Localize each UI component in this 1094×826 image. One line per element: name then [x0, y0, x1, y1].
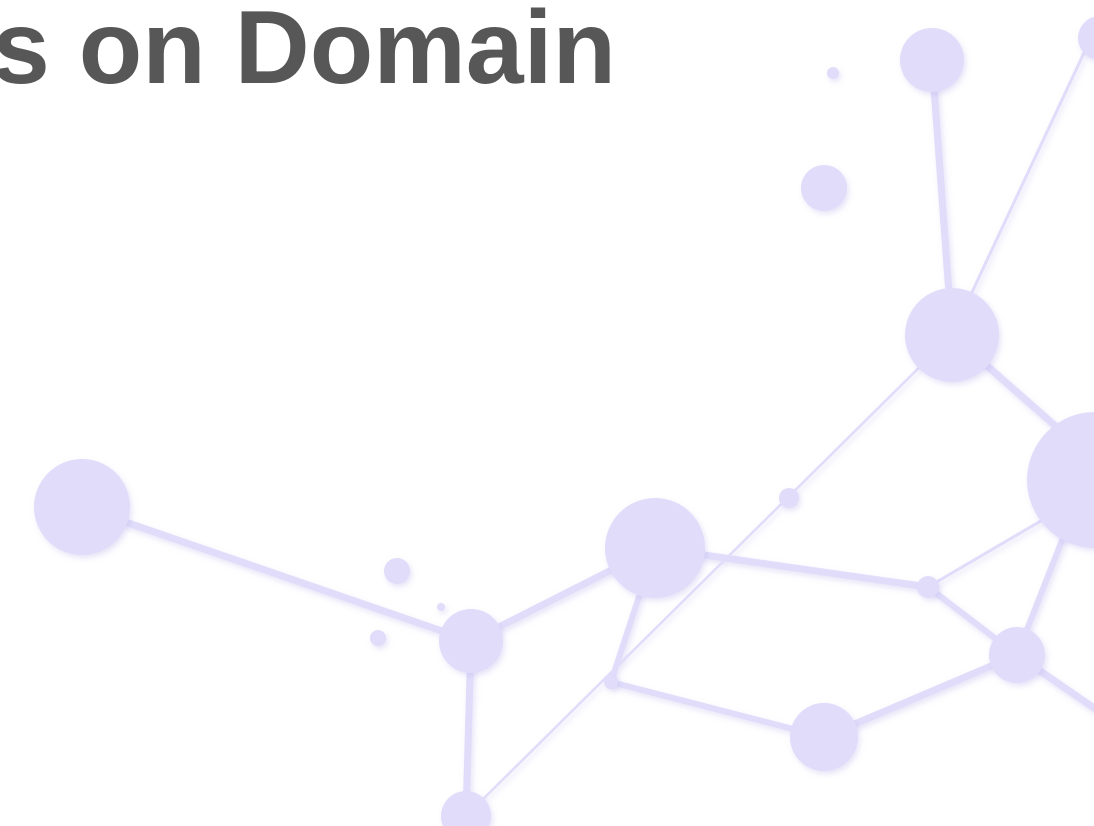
network-node: [605, 498, 705, 598]
network-node: [900, 28, 964, 92]
network-node: [1078, 16, 1094, 60]
network-node: [790, 703, 858, 771]
network-edge: [464, 333, 954, 818]
network-node: [34, 459, 130, 555]
network-node: [370, 630, 386, 646]
network-node: [384, 558, 410, 584]
network-edges: [78, 38, 1094, 820]
network-edge: [608, 679, 827, 740]
network-node: [439, 609, 503, 673]
network-edge: [950, 38, 1092, 337]
network-node: [917, 576, 939, 598]
network-node: [905, 288, 999, 382]
network-node: [604, 675, 618, 689]
network-node: [801, 165, 847, 211]
network-node: [441, 791, 491, 826]
network-edge: [78, 503, 475, 645]
network-node: [779, 488, 799, 508]
network-edge: [820, 651, 1021, 741]
network-node: [1027, 412, 1094, 548]
slide-title: s on Domain: [0, 0, 617, 106]
network-node: [437, 603, 445, 611]
network-node: [989, 627, 1045, 683]
network-node: [827, 67, 839, 79]
network-nodes: [34, 16, 1094, 826]
